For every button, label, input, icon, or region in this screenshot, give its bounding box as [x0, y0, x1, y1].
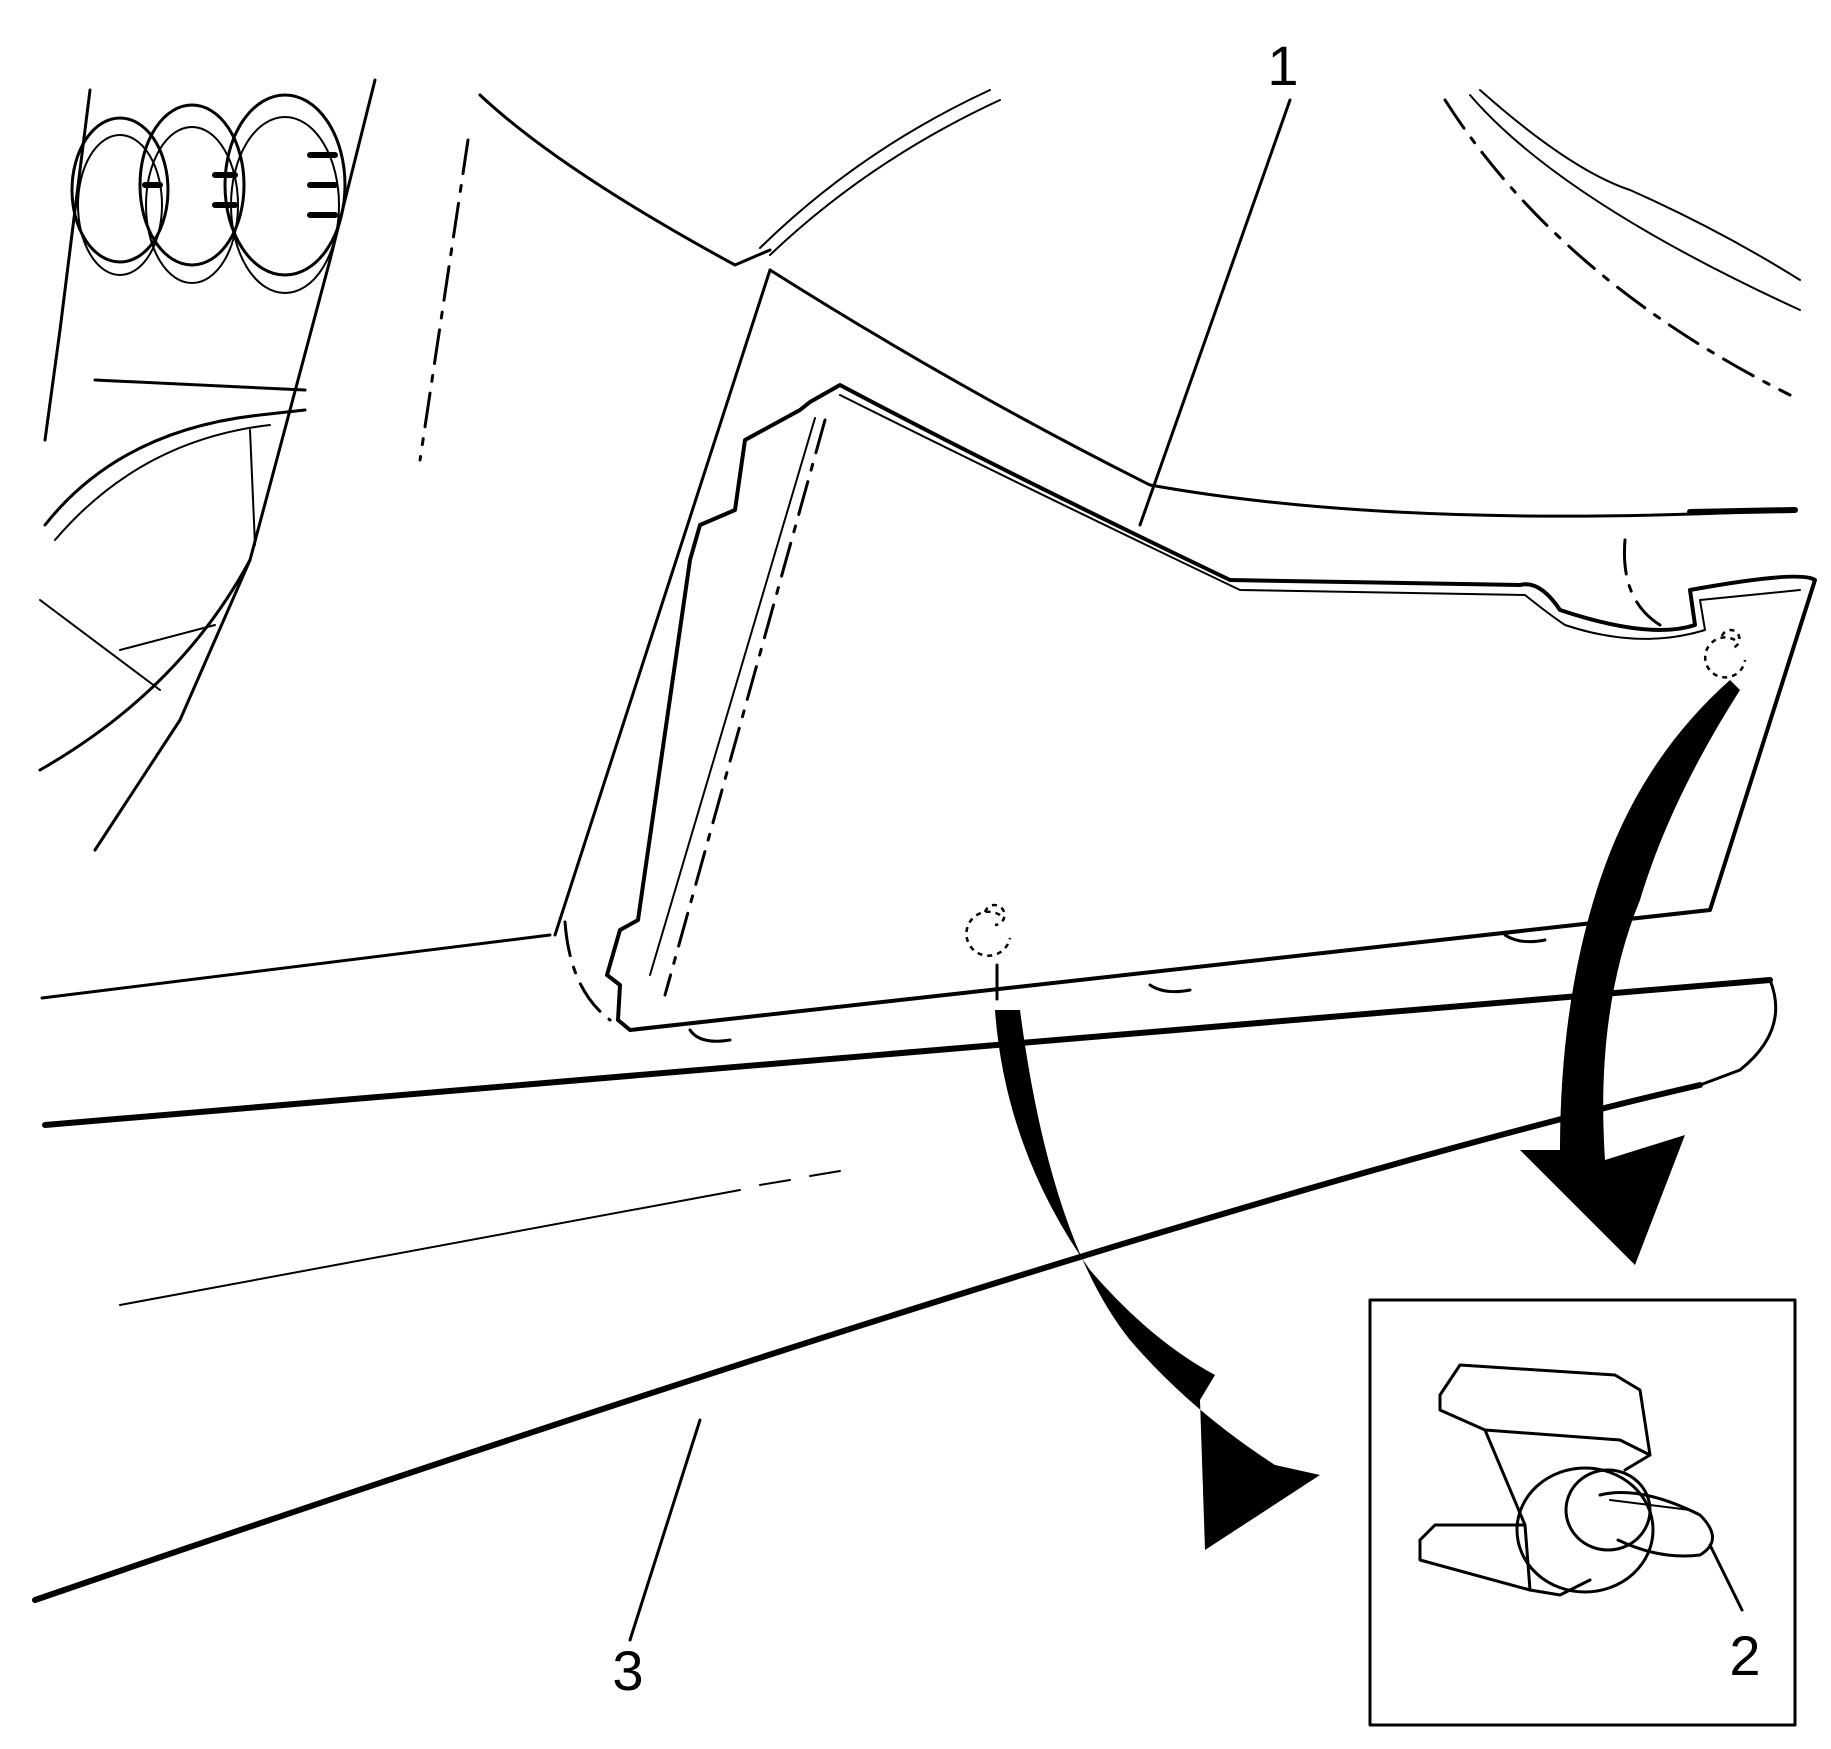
retainer-detail-inset [1368, 1298, 1797, 1727]
detail-box [1368, 1298, 1797, 1727]
arrow-right [1520, 680, 1740, 1265]
callout-1: 1 [1267, 34, 1298, 97]
instrument-panel-vents [38, 78, 377, 852]
callout-2: 2 [1729, 1624, 1760, 1687]
close-out-panel [605, 383, 1817, 1043]
callout-3: 3 [612, 1639, 643, 1702]
callout-labels: 1 2 3 [612, 34, 1760, 1702]
arrow-left [995, 1010, 1320, 1550]
leader-lines [628, 98, 1744, 1642]
lower-trim-lines [32, 977, 1778, 1603]
removal-arrows [995, 680, 1740, 1550]
console-body-lines [40, 89, 1801, 1022]
